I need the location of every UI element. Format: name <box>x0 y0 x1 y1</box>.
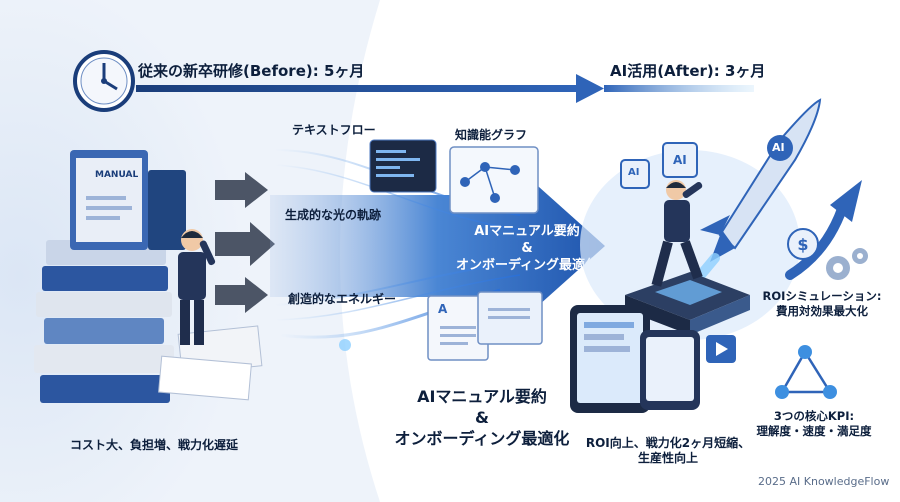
code-window-icon <box>369 139 437 193</box>
flow-label-creative-energy: 創造的なエネルギー <box>288 292 397 306</box>
ai-chip-label-2: AI <box>673 153 687 167</box>
result-caption-line1: ROI向上、戦力化2ヶ月短縮、 <box>585 436 751 450</box>
rocket-badge: AI <box>772 141 785 154</box>
kpi-label-line2: 理解度・速度・満足度 <box>756 424 872 438</box>
dollar-icon: $ <box>787 228 819 260</box>
center-caption-line3: オンボーディング最適化 <box>394 429 570 448</box>
center-caption: AIマニュアル要約 & オンボーディング最適化 <box>372 386 592 449</box>
flow-label-light-trail: 生成的な光の軌跡 <box>285 208 382 222</box>
center-caption-line2: & <box>475 408 489 427</box>
confident-worker-figure <box>651 180 703 287</box>
timeline-after-bar <box>604 85 754 92</box>
result-caption-line2: 生産性向上 <box>637 451 698 465</box>
ai-chip-icon-1 <box>620 159 650 189</box>
trend-arrow-icon <box>785 180 862 280</box>
tablet-device-icon <box>570 305 650 413</box>
document-icon <box>427 291 543 361</box>
timeline-arrowhead <box>576 74 604 103</box>
rocket-icon <box>675 98 822 305</box>
roi-label: ROIシミュレーション: 費用対効果最大化 <box>757 289 887 319</box>
arrow-label-line2: & <box>521 241 533 256</box>
graph-window-icon <box>449 146 539 214</box>
center-caption-line1: AIマニュアル要約 <box>417 387 547 406</box>
phone-device-icon <box>640 330 736 410</box>
timeline-after-label: AI活用(After): 3ヶ月 <box>610 62 766 80</box>
timeline-before-label: 従来の新卒研修(Before): 5ヶ月 <box>138 62 365 80</box>
manual-book-stack <box>34 150 186 403</box>
arrow-label-line3: オンボーディング最適化 <box>455 258 599 273</box>
kpi-label: 3つの核心KPI: 理解度・速度・満足度 <box>752 409 876 439</box>
timeline-before-bar <box>136 85 576 92</box>
roi-label-line1: ROIシミュレーション: <box>762 289 882 303</box>
manual-book-label: MANUAL <box>95 170 139 180</box>
ai-chip-icon-2 <box>662 142 698 178</box>
gear-icon <box>826 248 868 280</box>
energy-spark <box>339 339 351 351</box>
svg-text:$: $ <box>797 235 808 254</box>
flow-label-text-flow: テキストフロー <box>292 123 376 137</box>
triangle-network-icon <box>775 345 837 399</box>
footer-credit: 2025 AI KnowledgeFlow <box>758 475 890 488</box>
flow-label-knowledge-graph: 知識能グラフ <box>455 128 528 142</box>
arrow-label: AIマニュアル要約 & オンボーディング最適化 <box>452 223 602 274</box>
left-arrow-2 <box>215 222 275 266</box>
stressed-worker-figure <box>178 229 216 345</box>
kpi-label-line1: 3つの核心KPI: <box>773 409 855 423</box>
clock-icon <box>73 50 135 112</box>
result-caption: ROI向上、戦力化2ヶ月短縮、 生産性向上 <box>584 436 752 466</box>
left-caption: コスト大、負担増、戦力化遅延 <box>70 438 239 452</box>
arrow-label-line1: AIマニュアル要約 <box>474 224 580 239</box>
ai-chip-label-1: AI <box>628 167 640 178</box>
left-arrow-3 <box>215 277 268 313</box>
document-letter: A <box>438 302 448 316</box>
roi-label-line2: 費用対効果最大化 <box>776 304 868 318</box>
left-arrow-1 <box>215 172 268 208</box>
